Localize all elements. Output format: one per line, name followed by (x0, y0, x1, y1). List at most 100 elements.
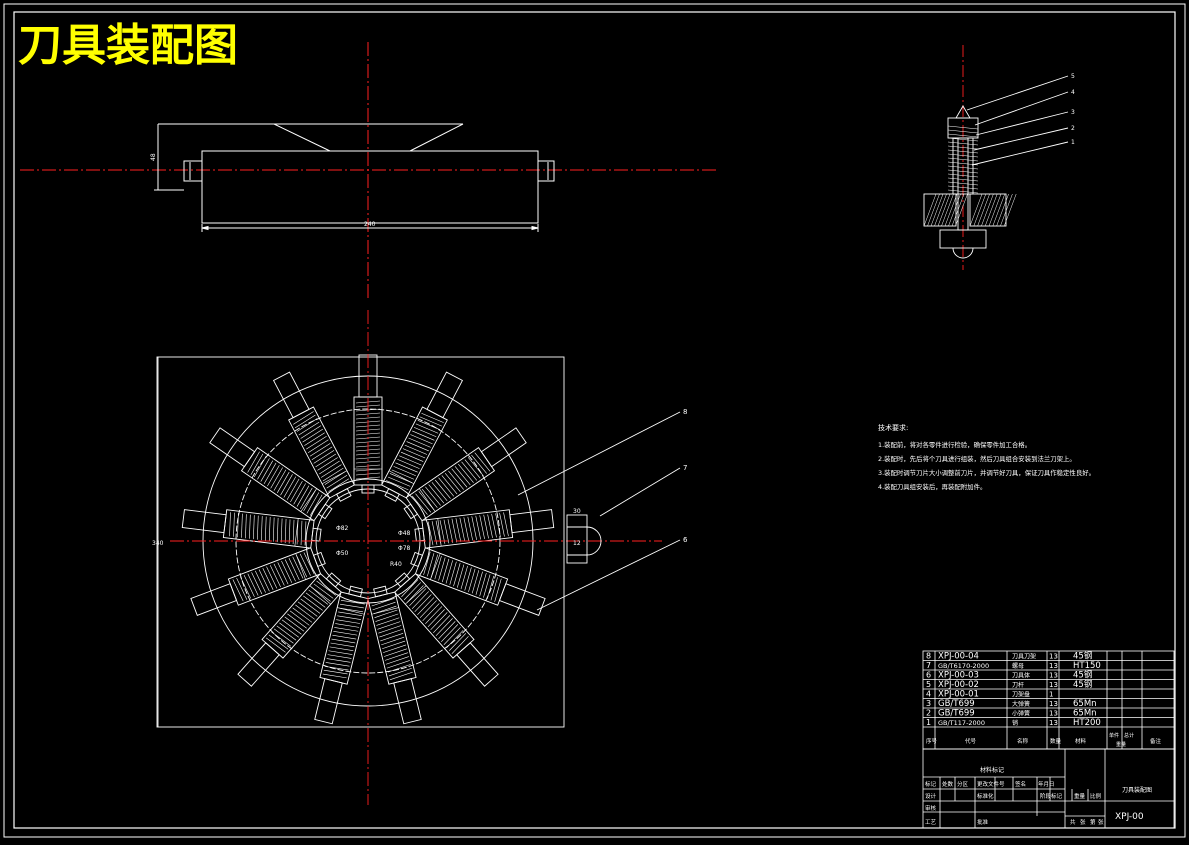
bom-no: 4 (926, 690, 931, 699)
bom-material: 65Mn (1073, 709, 1097, 719)
dim-detail-h: 12 (573, 540, 581, 547)
title-block-label: 更改文件号 (977, 780, 1005, 788)
bom-name: 小弹簧 (1012, 710, 1030, 718)
title-block-label: 张 (1080, 818, 1086, 826)
blade-spokes (181, 354, 555, 725)
detail-callout-1: 1 (1071, 139, 1075, 146)
title-block-label: 标记 (925, 780, 937, 788)
title-block-label: 共 (1070, 818, 1076, 826)
roller-body (201, 150, 539, 224)
inner-frame (13, 11, 1176, 829)
title-block-label: 处数 (942, 780, 954, 788)
bom-code: GB/T699 (938, 709, 975, 719)
detail-leader-1 (971, 141, 1069, 166)
detail-hatch (923, 193, 1017, 227)
title-block-material-mark: 材料标记 (980, 766, 1004, 774)
dim-top-width: 240 (364, 221, 376, 228)
bom-material: 45钢 (1073, 679, 1092, 690)
bom-name: 刀具刀架 (1012, 653, 1036, 661)
leader-8 (517, 411, 681, 496)
front-view (156, 310, 681, 805)
bom-material: 45钢 (1073, 651, 1092, 662)
detail-leader-4 (974, 91, 1069, 126)
blade-spoke (381, 371, 464, 502)
blade-spoke (272, 371, 355, 502)
title-block-label: 标准化 (977, 792, 994, 800)
callout-8: 8 (683, 408, 687, 416)
title-block-label: 年月日 (1038, 780, 1055, 788)
bom-header-qty: 数量 (1050, 737, 1062, 745)
blade-spoke (410, 547, 546, 616)
blade-spoke (237, 572, 342, 687)
detail-left-block (923, 193, 957, 227)
title-block-label: 阶段标记 (1040, 792, 1063, 800)
bom-no: 6 (926, 671, 931, 680)
title-block-label: 第 (1090, 818, 1096, 826)
detail-section (566, 514, 588, 564)
blade-edge (273, 123, 331, 152)
bom-no: 7 (926, 661, 931, 670)
left-shaft (183, 160, 203, 182)
bom-qty: 13 (1049, 719, 1058, 727)
bom-code: GB/T6170-2000 (938, 662, 989, 670)
title-block-label: 设计 (925, 792, 937, 800)
detail-callout-5: 5 (1071, 73, 1075, 80)
bom-material: 45钢 (1073, 670, 1092, 681)
bom-qty: 13 (1049, 662, 1058, 670)
bom-header-code: 代号 (965, 737, 977, 745)
detail-leader-3 (975, 111, 1069, 136)
bom-qty: 13 (1049, 653, 1058, 661)
bom-header-material: 材料 (1075, 737, 1087, 745)
blade-spoke (190, 547, 326, 616)
blade-detail-view (923, 45, 1069, 270)
bom-material: HT200 (1073, 718, 1101, 728)
blade-spoke (367, 585, 422, 725)
detail-callouts: 5 4 3 2 1 (1071, 73, 1075, 146)
bom-code: XPJ-00-02 (938, 680, 979, 690)
blade-spoke (209, 427, 333, 522)
leader-6 (536, 539, 681, 611)
bom-header-total: 总计 (1124, 732, 1134, 739)
bom-header-remark: 备注 (1150, 737, 1162, 745)
bom-header-no: 序号 (926, 737, 938, 745)
bom-material: 65Mn (1073, 699, 1097, 709)
bom-code: XPJ-00-03 (938, 671, 979, 681)
detail-nut (939, 229, 987, 249)
title-block-label: 重量 (1074, 792, 1086, 800)
bom-qty: 13 (1049, 700, 1058, 708)
title-block-label: 分区 (957, 780, 969, 788)
bom-no: 5 (926, 680, 931, 689)
bom-qty: 13 (1049, 672, 1058, 680)
bom-header-weight: 重量 (1116, 741, 1126, 748)
bom-name: 销 (1012, 719, 1018, 727)
front-dimension-labels: Φ82 Φ50 Φ48 Φ78 R40 30 12 340 8 7 6 (152, 408, 688, 568)
bom-material: HT150 (1073, 661, 1101, 671)
leader-7 (599, 467, 681, 517)
bom-code: XPJ-00-04 (938, 652, 979, 662)
title-block-label: 工艺 (925, 819, 937, 826)
blade-spoke (403, 427, 527, 522)
callout-7: 7 (683, 464, 687, 472)
bom-name: 螺母 (1012, 662, 1024, 670)
tech-item-3: 3.装配时调节刀片大小调整前刀片，并调节好刀具，保证刀具作稳定性良好。 (878, 468, 1095, 477)
bom-qty: 13 (1049, 710, 1058, 718)
blade-spoke (414, 509, 555, 549)
title-block-label: 张 (1098, 818, 1104, 826)
bom-no: 3 (926, 699, 931, 708)
front-view-outline (156, 356, 565, 728)
title-block-drawing-no: XPJ-00 (1115, 812, 1144, 822)
dim-d4: Φ78 (398, 545, 411, 552)
detail-arc (586, 526, 602, 556)
dim-detail-w: 30 (573, 508, 581, 515)
detail-callout-4: 4 (1071, 89, 1075, 96)
dim-d1: Φ82 (336, 525, 349, 532)
detail-callout-3: 3 (1071, 109, 1075, 116)
